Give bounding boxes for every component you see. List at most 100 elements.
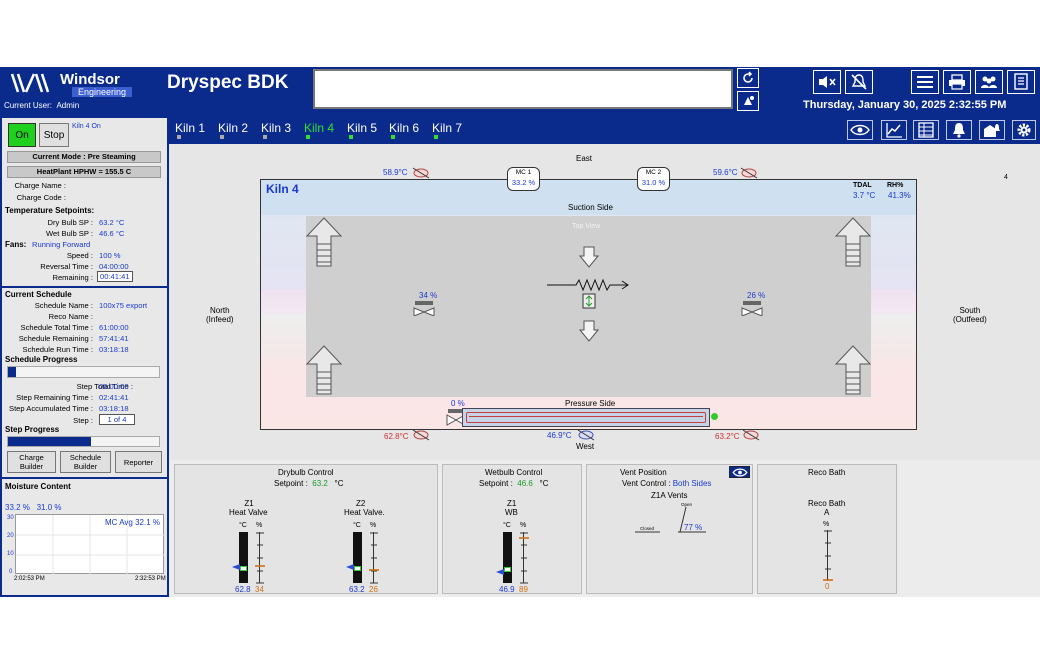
wet-pct: 89: [519, 585, 528, 594]
refresh-icon: [743, 71, 753, 83]
kiln-alarms-button[interactable]: [979, 120, 1005, 140]
wetbulb-setpoint: Setpoint : 46.6 °C: [479, 479, 549, 488]
dry-z1-pct: 34: [255, 585, 264, 594]
trend-button[interactable]: [881, 120, 907, 140]
tab-kiln-3[interactable]: Kiln 3: [261, 121, 292, 135]
charge-code-label: Charge Code :: [16, 193, 66, 202]
alarms-button[interactable]: [946, 120, 972, 140]
step-value: 1 of 4: [99, 414, 135, 425]
vent-position-dial: [635, 506, 706, 533]
dry-z2-temp: 63.2: [349, 585, 365, 594]
alarm-reset-button[interactable]: [737, 91, 759, 111]
tab-indicator: [434, 135, 438, 139]
bell-off-icon: [851, 74, 867, 90]
table-button[interactable]: [913, 120, 939, 140]
users-button[interactable]: [975, 70, 1003, 94]
y-tick: 20: [7, 533, 14, 539]
temp-setpoints-title: Temperature Setpoints:: [5, 206, 95, 215]
view-button[interactable]: [847, 120, 873, 140]
menu-button[interactable]: [911, 70, 939, 94]
message-box[interactable]: [313, 69, 733, 109]
vent-view-button[interactable]: [729, 466, 750, 478]
dry-z1-sub: Heat Valve: [229, 508, 268, 517]
unit-c: °C: [503, 522, 511, 529]
vent-control: Vent Control : Both Sides: [622, 479, 712, 488]
unit-percent: %: [256, 522, 263, 529]
refresh-button[interactable]: [737, 68, 759, 88]
settings-button[interactable]: [1012, 120, 1036, 140]
divider: [2, 286, 167, 288]
company-sub: Engineering: [72, 87, 133, 97]
tab-kiln-6[interactable]: Kiln 6: [389, 121, 420, 135]
eye-icon: [850, 124, 870, 136]
temp-sensor-icon: [742, 429, 760, 441]
kiln-status: Kiln 4 On: [72, 123, 101, 130]
setpoint-pointer-icon: [232, 564, 240, 570]
wet-temp-bar: [503, 532, 512, 583]
speed-label: Speed :: [66, 251, 93, 260]
tab-kiln-5[interactable]: Kiln 5: [347, 121, 378, 135]
print-button[interactable]: [943, 70, 971, 94]
fan-arrow-icon: [834, 345, 872, 395]
unit-c: °C: [353, 522, 361, 529]
time-start: 2:02:53 PM: [14, 576, 45, 582]
suction-side-label: Suction Side: [568, 203, 613, 212]
tdal-label: TDAL: [853, 182, 872, 189]
fan-arrow-icon: [834, 217, 872, 267]
bell-icon: [953, 123, 965, 138]
dry-z1-temp-bar: [239, 532, 248, 583]
on-button[interactable]: On: [8, 123, 36, 147]
report-icon: [1014, 73, 1028, 90]
y-tick: 30: [7, 515, 14, 521]
steam-valve-icon: [446, 409, 466, 426]
reco-sub: Reco Bath: [808, 499, 846, 508]
mute-button[interactable]: [813, 70, 841, 94]
kiln-number: 4: [1004, 174, 1008, 181]
step-accumulated-label: Step Accumulated Time :: [9, 404, 93, 413]
alarm-silence-button[interactable]: [845, 70, 873, 94]
gear-icon: [1017, 123, 1031, 137]
vent-right-value: 26 %: [747, 291, 766, 300]
tab-indicator: [263, 135, 267, 139]
wet-bulb-value: 46.6 °C: [99, 229, 125, 238]
fans-title: Fans:: [5, 240, 27, 249]
table-icon: [918, 122, 934, 138]
tab-indicator: [391, 135, 395, 139]
dry-bulb-value: 63.2 °C: [99, 218, 125, 227]
heat-exchanger-icon: [582, 293, 596, 309]
datetime: Thursday, January 30, 2025 2:32:55 PM: [803, 99, 1007, 111]
tab-kiln-2[interactable]: Kiln 2: [218, 121, 249, 135]
wet-z1-label: Z1: [507, 499, 517, 508]
speed-value: 100 %: [99, 251, 121, 260]
dry-z2-label: Z2: [356, 499, 366, 508]
drybulb-setpoint: Setpoint : 63.2 °C: [274, 479, 344, 488]
schedule-builder-button[interactable]: Schedule Builder: [60, 451, 111, 473]
reporter-button[interactable]: Reporter: [115, 451, 162, 473]
report-button[interactable]: [1007, 70, 1035, 94]
schedule-name-value: 100x75 export: [99, 301, 148, 310]
schedule-remaining-value: 57:41:41: [99, 334, 129, 343]
airflow-down-icon: [579, 320, 599, 342]
top-view-label: Top View: [572, 223, 601, 230]
dry-bulb-label: Dry Bulb SP :: [47, 218, 93, 227]
tab-kiln-4[interactable]: Kiln 4: [304, 121, 335, 135]
temp-sensor-icon: [412, 167, 430, 179]
schedule-name-label: Schedule Name :: [34, 301, 93, 310]
printer-icon: [949, 74, 965, 90]
charge-builder-button[interactable]: Charge Builder: [7, 451, 56, 473]
moisture-title: Moisture Content: [5, 482, 71, 491]
pressure-side-label: Pressure Side: [565, 399, 616, 408]
time-end: 2:32:53 PM: [135, 576, 166, 582]
tab-kiln-7[interactable]: Kiln 7: [432, 121, 463, 135]
wet-z1-sub: WB: [505, 508, 518, 517]
vent-valve-icon: [741, 301, 763, 316]
step-total-label: Step Total Time :: [76, 382, 133, 391]
charge-name-label: Charge Name :: [14, 181, 67, 190]
tab-kiln-1[interactable]: Kiln 1: [175, 121, 206, 135]
label-north: North(Infeed): [206, 306, 234, 324]
stop-button[interactable]: Stop: [39, 123, 69, 147]
wet-bulb-label: Wet Bulb SP :: [46, 229, 93, 238]
reco-title: Reco Bath: [808, 468, 846, 477]
menu-icon: [917, 76, 933, 88]
